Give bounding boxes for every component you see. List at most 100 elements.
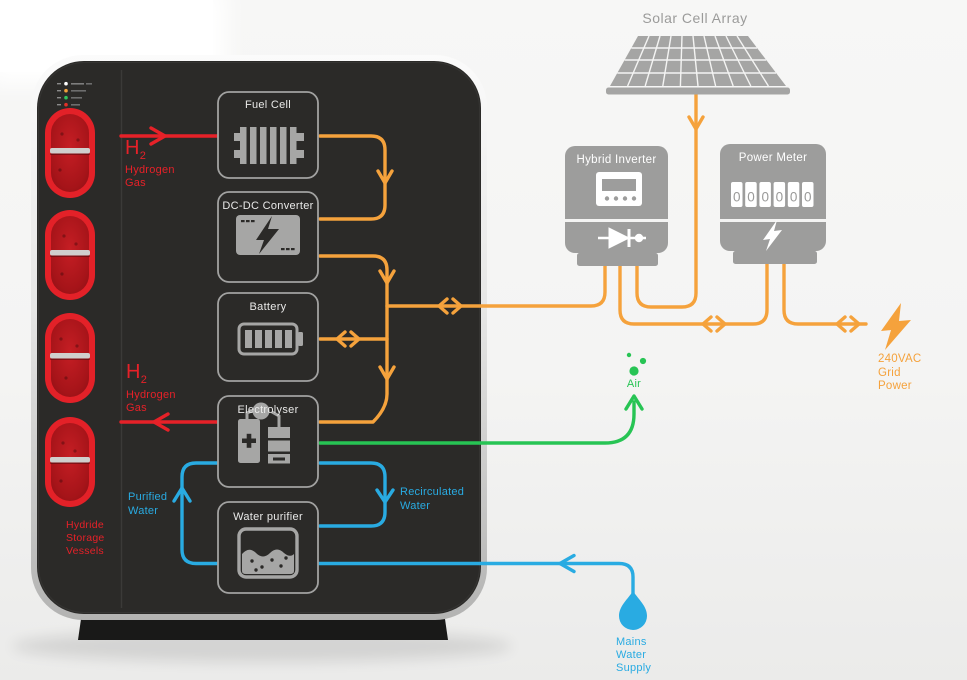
arrow-down-icon — [378, 269, 396, 285]
arrow-left-icon — [558, 553, 576, 574]
arrow-bidirectional-icon — [835, 315, 847, 333]
label-line: Storage — [66, 532, 105, 544]
label-line: Hydrogen — [126, 389, 176, 401]
arrow-bidirectional-icon — [451, 297, 463, 315]
mains-and-purified-water-line — [180, 461, 635, 596]
arrow-bidirectional-icon — [715, 315, 727, 333]
hybrid-inverter-unit — [565, 146, 668, 266]
arrow-bidirectional-icon — [849, 315, 861, 333]
power-meter-unit: 0 0 0 0 0 0 — [720, 144, 826, 264]
meter-digit: 0 — [733, 190, 741, 205]
label-line: Hydrogen — [125, 164, 175, 176]
lightning-bolt-icon — [763, 220, 782, 251]
arrow-down-icon — [376, 169, 394, 185]
label-line: Purified — [128, 491, 168, 503]
lightning-bolt-icon — [256, 216, 279, 254]
h2-subscript: 2 — [140, 374, 148, 386]
status-legend-icon — [57, 81, 92, 107]
air-bubbles-icon — [626, 352, 647, 376]
air-flow-line — [318, 352, 647, 445]
label-line: Gas — [125, 177, 146, 189]
h2-symbol-top: H2 — [125, 138, 146, 166]
arrow-bidirectional-icon — [437, 297, 449, 315]
arrow-bidirectional-icon — [701, 315, 713, 333]
arrow-right-icon — [149, 126, 167, 146]
hydrogen-flow-lines — [119, 126, 220, 432]
hydrogen-gas-label-bottom: Hydrogen Gas — [126, 389, 176, 415]
label-line: 240VAC — [878, 353, 922, 365]
hydride-vessels — [45, 108, 95, 507]
battery-box — [217, 292, 319, 382]
label-line: Recirculated — [400, 486, 465, 498]
dcdc-to-electrolyser-bus — [318, 254, 389, 424]
fuel-cell-label: Fuel Cell — [244, 99, 292, 111]
electrolyser-label: Electrolyser — [237, 404, 299, 416]
inverter-display-icon — [596, 172, 642, 206]
label-line: Water — [400, 500, 431, 512]
battery-label: Battery — [249, 301, 287, 313]
meter-digit: 0 — [761, 190, 769, 205]
meter-digit: 0 — [747, 190, 755, 205]
label-line: Hydride — [66, 519, 104, 531]
hydrogen-gas-label-top: Hydrogen Gas — [125, 164, 175, 190]
h2-letter: H — [126, 361, 141, 383]
meter-to-grid-line — [782, 256, 868, 326]
dcdc-converter-label: DC-DC Converter — [222, 200, 314, 212]
label-line: Vessels — [66, 545, 104, 557]
bus-to-inverter-line — [385, 256, 607, 308]
label-line: Water — [616, 649, 647, 661]
electrolyser-box — [217, 395, 319, 488]
water-purifier-icon — [237, 527, 299, 579]
fuelcell-to-dcdc-line — [318, 134, 387, 221]
purified-water-label: Purified Water — [128, 490, 167, 518]
arrow-down-icon — [375, 488, 395, 504]
dcdc-converter-icon — [236, 215, 300, 255]
diode-symbol-icon — [598, 227, 646, 249]
solar-panel-icon — [606, 35, 790, 95]
arrow-down-icon — [687, 115, 705, 131]
electrolyser-icon — [238, 402, 290, 464]
label-line: Gas — [126, 402, 147, 414]
water-purifier-label: Water purifier — [233, 511, 303, 523]
air-label: Air — [626, 378, 642, 390]
meter-digit-windows: 0 0 0 0 0 0 — [731, 182, 814, 207]
water-flow-lines — [172, 461, 635, 596]
power-flow-lines — [318, 88, 868, 424]
hydride-vessel — [45, 210, 95, 300]
hydride-vessel — [45, 313, 95, 403]
meter-digit: 0 — [776, 190, 784, 205]
h2-letter: H — [125, 137, 140, 159]
arrow-up-icon — [172, 486, 192, 503]
arrow-down-icon — [378, 365, 396, 381]
recirculated-water-label: Recirculated Water — [400, 485, 464, 513]
meter-digit: 0 — [804, 190, 812, 205]
arrow-bidirectional-icon — [335, 330, 347, 348]
label-line: Mains — [616, 636, 647, 648]
meter-digit: 0 — [790, 190, 798, 205]
label-line: Grid — [878, 366, 901, 379]
hydride-vessel — [45, 417, 95, 507]
solar-to-inverter-line — [635, 88, 698, 309]
component-boxes — [217, 91, 319, 594]
label-line: Water — [128, 505, 159, 517]
water-drop-icon — [619, 591, 647, 630]
fuel-cell-icon — [234, 127, 304, 164]
hydride-storage-label: Hydride Storage Vessels — [66, 519, 105, 558]
fuel-cell-box — [217, 91, 319, 179]
battery-icon — [237, 322, 303, 356]
h2-subscript: 2 — [139, 150, 147, 162]
label-line: Supply — [616, 662, 652, 674]
mains-water-label: Mains Water Supply — [616, 636, 651, 675]
label-line: Power — [878, 380, 912, 392]
grid-power-bolt-icon — [881, 303, 911, 350]
h2-symbol-bottom: H2 — [126, 362, 147, 390]
water-purifier-box — [217, 501, 319, 594]
inverter-to-meter-line — [618, 256, 769, 326]
arrow-bidirectional-icon — [349, 330, 361, 348]
grid-power-label: 240VAC Grid Power — [878, 353, 921, 394]
arrow-left-icon — [152, 412, 170, 432]
hydride-vessel — [45, 108, 95, 198]
arrow-up-icon — [624, 394, 644, 411]
